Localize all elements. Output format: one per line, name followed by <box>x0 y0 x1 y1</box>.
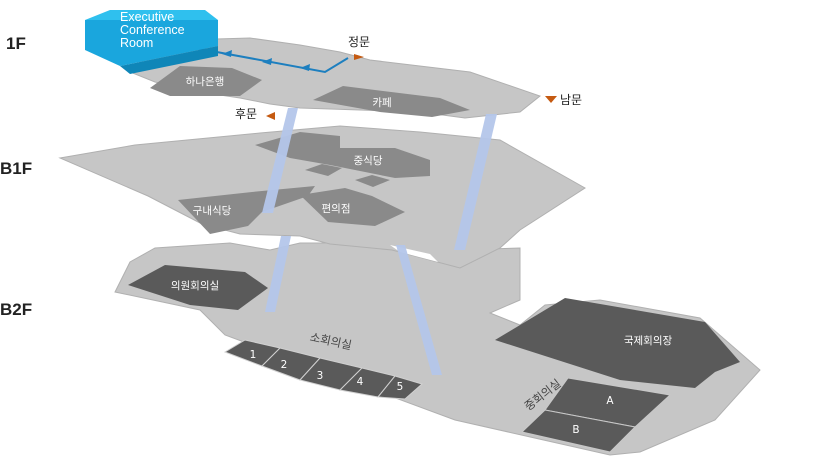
rear-gate-marker[interactable] <box>266 112 275 120</box>
executive-room-top <box>85 10 218 20</box>
connector-columns <box>262 108 497 375</box>
route-arrow-1 <box>222 50 232 57</box>
floor-b2: 의원회의실 소회의실 1 2 3 4 5 국제회의장 중회의실 A B <box>114 242 761 456</box>
medium-room-a-label: A <box>606 395 614 407</box>
route-arrow-3 <box>300 64 310 71</box>
route-arrow-2 <box>262 58 272 65</box>
main-gate-marker[interactable] <box>354 54 364 60</box>
elevator-column-2 <box>454 114 497 250</box>
b1-small-block-2 <box>355 175 390 187</box>
executive-room[interactable]: Executive Conference Room <box>85 10 218 74</box>
assembly-room-label: 의원회의실 <box>171 280 219 292</box>
small-room-3-label: 3 <box>317 370 324 382</box>
medium-room-b-label: B <box>572 424 579 436</box>
assembly-room[interactable] <box>128 265 268 310</box>
cafeteria-label: 중식당 <box>354 155 383 167</box>
elevator-column-1 <box>262 108 298 213</box>
small-room-4-label: 4 <box>357 376 364 388</box>
b1-small-block-1 <box>305 164 342 176</box>
small-room-5-label: 5 <box>397 381 404 393</box>
elevator-column-3 <box>265 236 291 312</box>
staff-cafeteria-label: 구내식당 <box>193 205 232 217</box>
executive-room-line1: Executive <box>120 10 174 24</box>
small-room-2-label: 2 <box>281 359 288 371</box>
south-gate-marker[interactable] <box>545 96 557 103</box>
international-hall-label: 국제회의장 <box>624 335 673 347</box>
convenience-store-label: 편의점 <box>322 202 351 215</box>
gates: 정문 남문 후문 <box>235 35 582 121</box>
executive-room-side <box>120 46 218 74</box>
small-room-1-label: 1 <box>250 349 257 361</box>
floor-1f: 하나은행 카페 <box>129 37 542 119</box>
cafeteria[interactable] <box>255 132 430 178</box>
south-gate-label: 남문 <box>560 93 582 107</box>
staff-cafeteria[interactable] <box>178 186 315 234</box>
convenience-store[interactable] <box>300 188 405 226</box>
floor-b1: 중식당 구내식당 편의점 <box>58 125 586 269</box>
hana-bank-label: 하나은행 <box>186 75 225 88</box>
elevator-column-4 <box>396 245 442 375</box>
cafe[interactable] <box>313 86 470 117</box>
rear-gate-label: 후문 <box>235 107 257 121</box>
floor-label-1f: 1F <box>6 34 26 53</box>
executive-room-front <box>85 20 218 66</box>
executive-room-line2: Conference <box>120 23 185 37</box>
route-line <box>194 47 349 74</box>
cafe-label: 카페 <box>372 97 391 109</box>
main-gate-label: 정문 <box>348 35 370 49</box>
medium-room-b[interactable] <box>520 409 637 453</box>
floor-label-b1: B1F <box>0 159 32 178</box>
floor-label-b2: B2F <box>0 300 32 319</box>
hana-bank[interactable] <box>150 66 262 96</box>
executive-room-line3: Room <box>120 36 153 50</box>
small-room-5[interactable] <box>377 375 424 400</box>
international-hall[interactable] <box>495 298 740 388</box>
